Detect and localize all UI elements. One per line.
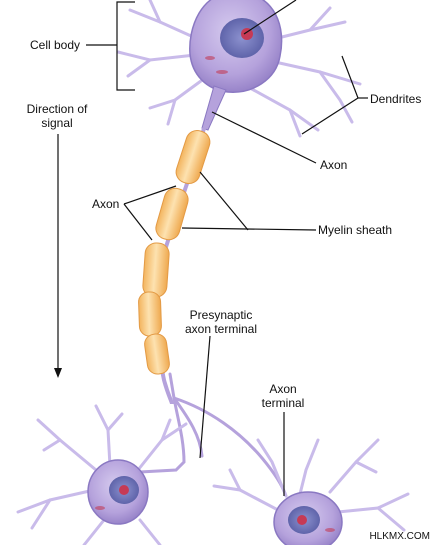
myelin-sheath-4 <box>138 291 162 337</box>
direction-arrow-head <box>54 368 62 378</box>
myelin-sheath-2 <box>155 187 189 241</box>
myelin-sheaths <box>138 129 211 375</box>
watermark-text: HLKMX.COM <box>369 531 430 542</box>
dendrites-bracket <box>301 55 359 135</box>
label-axon-terminal-line1: Axon <box>269 382 297 396</box>
label-direction-line1: Direction of <box>26 102 88 116</box>
label-axon-terminal: Axon terminal <box>252 382 314 410</box>
leader-lines <box>57 0 368 496</box>
bottom-left-neuron <box>16 404 188 545</box>
top-nucleolus <box>241 28 253 40</box>
myelin-leader-b <box>181 227 317 231</box>
label-axon-left: Axon <box>92 197 120 211</box>
axon-left-leader-b <box>123 203 153 241</box>
presynaptic-leader <box>199 335 211 459</box>
bottom-left-nucleolus <box>119 485 129 495</box>
myelin-leader-a <box>199 171 249 231</box>
label-axon-top: Axon <box>320 158 348 172</box>
top-nucleus <box>220 18 264 58</box>
label-direction-line2: signal <box>41 116 73 130</box>
label-presynaptic-line1: Presynaptic <box>189 308 253 322</box>
top-neuron <box>116 0 362 138</box>
bottom-right-nucleolus <box>297 515 307 525</box>
bottom-right-dendrites <box>212 438 410 532</box>
bottom-right-neuron <box>212 438 410 545</box>
axon-left-leader-a <box>123 185 177 205</box>
label-dendrites: Dendrites <box>370 92 422 106</box>
myelin-sheath-5 <box>144 333 170 375</box>
label-axon-terminal-line2: terminal <box>261 396 305 410</box>
label-presynaptic-axon-terminal: Presynaptic axon terminal <box>176 308 266 336</box>
myelin-sheath-3 <box>142 242 170 298</box>
label-direction-of-signal: Direction of signal <box>18 102 96 130</box>
nucleus-leader <box>243 0 297 35</box>
label-cell-body: Cell body <box>30 38 81 52</box>
label-myelin-sheath: Myelin sheath <box>318 223 393 237</box>
bottom-left-dendrites <box>16 404 188 545</box>
myelin-sheath-1 <box>175 129 211 185</box>
top-axon-hillock <box>201 85 227 131</box>
cell-body-bracket <box>116 1 135 91</box>
label-presynaptic-line2: axon terminal <box>184 322 258 336</box>
axon-top-leader <box>211 111 317 164</box>
